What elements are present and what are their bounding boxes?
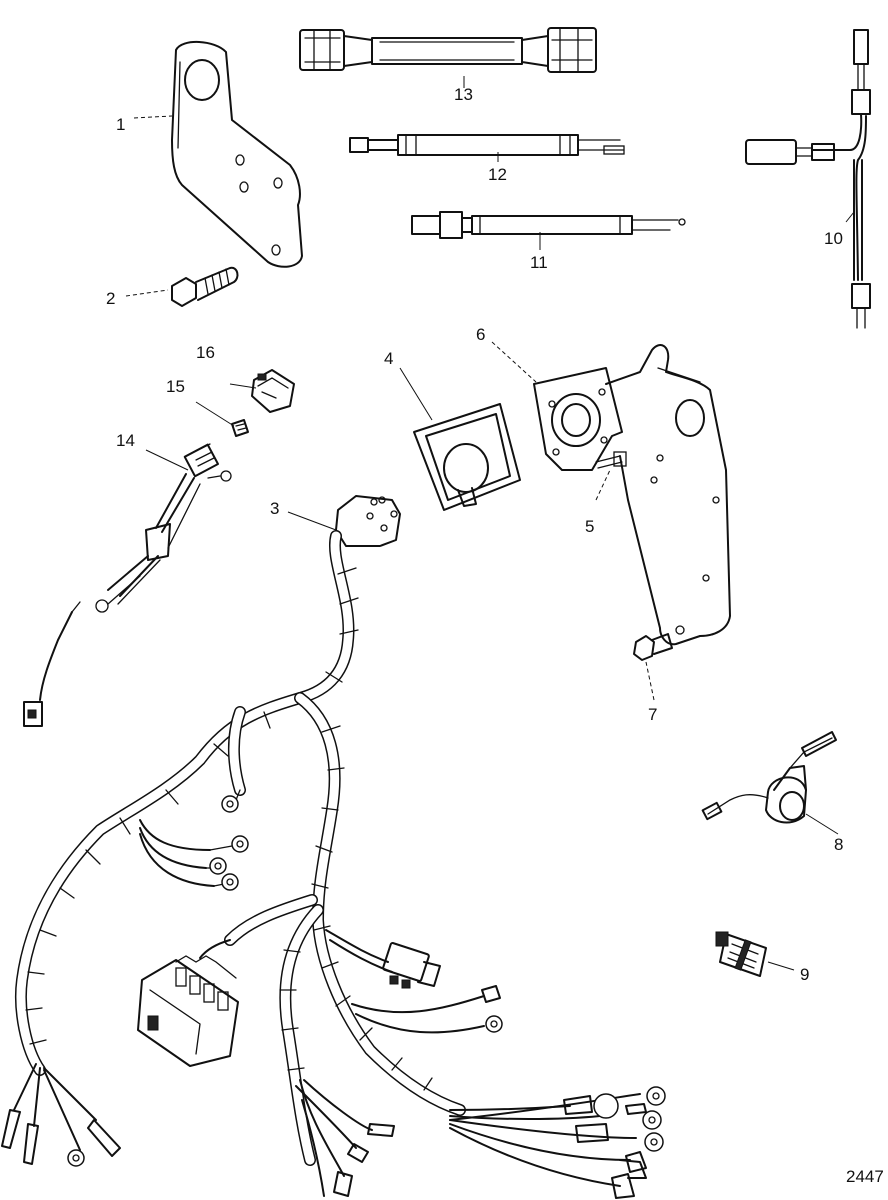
part-3-main-harness <box>1 495 666 1199</box>
part-2-bolt <box>171 266 239 307</box>
callout-4: 4 <box>384 349 393 368</box>
callout-9: 9 <box>800 965 809 984</box>
callout-12: 12 <box>488 165 507 184</box>
part-9-connector <box>715 931 767 977</box>
figure-id: 2447 <box>846 1167 884 1186</box>
callout-8: 8 <box>834 835 843 854</box>
part-16-connector-cap <box>251 369 295 413</box>
part-14-sub-harness <box>23 443 232 727</box>
part-13-adapter-cable <box>299 27 597 73</box>
part-4-grommet <box>413 403 521 511</box>
callout-3: 3 <box>270 499 279 518</box>
part-12-jumper-cable <box>349 134 625 156</box>
callout-15: 15 <box>166 377 185 396</box>
callout-1: 1 <box>116 115 125 134</box>
callout-10: 10 <box>824 229 843 248</box>
part-6-plate <box>533 367 623 471</box>
callout-13: 13 <box>454 85 473 104</box>
callout-5: 5 <box>585 517 594 536</box>
part-8-sensor <box>701 731 837 824</box>
part-15-clip <box>231 419 249 437</box>
callout-leaders <box>125 76 855 971</box>
callout-2: 2 <box>106 289 115 308</box>
part-11-jumper-cable <box>411 211 686 239</box>
callout-6: 6 <box>476 325 485 344</box>
callout-14: 14 <box>116 431 135 450</box>
part-1-bracket <box>171 41 303 268</box>
callout-16: 16 <box>196 343 215 362</box>
callout-11: 11 <box>530 253 548 272</box>
part-7-bolt <box>633 633 673 661</box>
large-mounting-bracket <box>605 344 731 646</box>
part-10-y-harness <box>745 29 871 329</box>
callout-7: 7 <box>648 705 657 724</box>
part-5-screw <box>595 451 627 469</box>
